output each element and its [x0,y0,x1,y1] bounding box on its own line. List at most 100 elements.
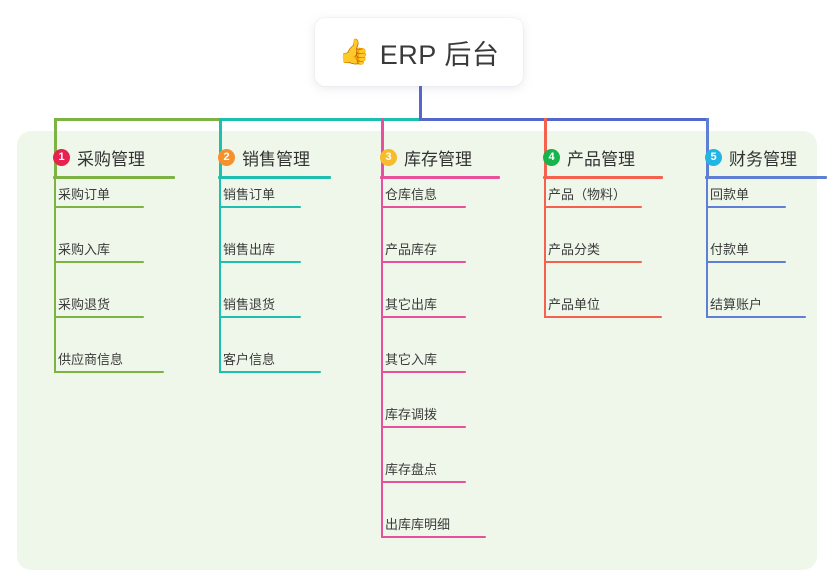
number-badge-icon: 4 [543,148,560,166]
leaf-node[interactable]: 出库库明细 [357,508,486,538]
leaf-node[interactable]: 回款单 [682,178,802,208]
leaf-underline [706,206,786,208]
leaf-underline [544,316,662,318]
column-underline [705,176,827,179]
leaf-node[interactable]: 其它出库 [357,288,482,318]
leaf-underline [381,481,466,483]
leaf-label: 库存调拨 [385,407,438,422]
leaf-label: 采购入库 [58,242,111,257]
leaf-label: 采购订单 [58,187,111,202]
leaf-underline [706,316,806,318]
leaf-label: 仓库信息 [385,187,438,202]
leaf-underline [544,206,642,208]
column-spine [381,178,383,538]
column-3: 3 库存管理仓库信息产品库存其它出库其它入库库存调拨库存盘点出库库明细 [357,145,500,538]
leaf-label: 产品库存 [385,242,438,257]
leaf-label: 其它出库 [385,297,438,312]
leaf-underline [381,206,466,208]
leaf-underline [544,261,642,263]
column-title: 库存管理 [404,149,472,169]
column-underline [53,176,175,179]
column-spine [544,178,546,318]
leaf-node[interactable]: 库存调拨 [357,398,482,428]
leaf-label: 付款单 [710,242,750,257]
column-underline [218,176,331,179]
leaf-node[interactable]: 采购退货 [30,288,160,318]
leaf-underline [381,426,466,428]
column-4: 4 产品管理产品（物料） 产品分类产品单位 [520,145,663,318]
leaf-underline [706,261,786,263]
root-node-content: 👍 ERP 后台 [339,33,500,72]
leaf-node[interactable]: 库存盘点 [357,453,482,483]
leaf-label: 结算账户 [710,297,763,312]
leaf-node[interactable]: 结算账户 [682,288,806,318]
connector-segment [54,118,222,121]
number-badge-icon: 3 [380,148,397,166]
leaf-label: 销售订单 [223,187,276,202]
connector-segment [706,118,709,176]
leaf-node[interactable]: 产品库存 [357,233,482,263]
leaf-node[interactable]: 采购订单 [30,178,160,208]
leaf-underline [219,206,301,208]
leaf-underline [54,206,144,208]
leaf-label: 出库库明细 [385,517,451,532]
column-header-3[interactable]: 3 库存管理 [357,145,472,169]
leaf-label: 其它入库 [385,352,438,367]
leaf-node[interactable]: 产品单位 [520,288,662,318]
column-title: 产品管理 [567,149,635,169]
column-underline [380,176,500,179]
leaf-node[interactable]: 客户信息 [195,343,321,373]
leaf-underline [54,316,144,318]
leaf-node[interactable]: 产品分类 [520,233,658,263]
leaf-node[interactable]: 销售订单 [195,178,317,208]
leaf-label: 产品分类 [548,242,601,257]
diagram-panel [17,131,817,570]
leaf-node[interactable]: 付款单 [682,233,802,263]
leaf-label: 产品（物料） [548,187,627,202]
leaf-underline [381,371,466,373]
leaf-underline [219,371,321,373]
page-title: ERP 后台 [379,39,500,70]
connector-segment [419,118,709,121]
number-badge-icon: 5 [705,148,722,166]
column-header-1[interactable]: 1 采购管理 [30,145,145,169]
column-spine [54,178,56,373]
leaf-underline [381,316,466,318]
number-badge-icon: 1 [53,148,70,166]
leaf-node[interactable]: 销售退货 [195,288,317,318]
leaf-underline [219,261,301,263]
leaf-node[interactable]: 仓库信息 [357,178,482,208]
column-spine [706,178,708,318]
leaf-label: 销售退货 [223,297,276,312]
number-badge-icon: 2 [218,148,235,166]
leaf-node[interactable]: 其它入库 [357,343,482,373]
connector-segment [381,118,384,176]
leaf-underline [219,316,301,318]
leaf-label: 销售出库 [223,242,276,257]
column-2: 2 销售管理销售订单销售出库销售退货客户信息 [195,145,331,373]
connector-segment [219,118,222,176]
leaf-node[interactable]: 产品（物料） [520,178,658,208]
column-title: 销售管理 [242,149,310,169]
leaf-underline [54,261,144,263]
leaf-label: 产品单位 [548,297,601,312]
column-spine [219,178,221,373]
column-title: 采购管理 [77,149,145,169]
thumbs-up-icon: 👍 [338,37,370,66]
column-header-4[interactable]: 4 产品管理 [520,145,635,169]
leaf-label: 供应商信息 [58,352,124,367]
leaf-node[interactable]: 采购入库 [30,233,160,263]
leaf-label: 回款单 [710,187,750,202]
leaf-node[interactable]: 销售出库 [195,233,317,263]
leaf-node[interactable]: 供应商信息 [30,343,164,373]
leaf-label: 采购退货 [58,297,111,312]
connector-segment [544,118,547,176]
column-1: 1 采购管理采购订单采购入库采购退货供应商信息 [30,145,175,373]
column-header-2[interactable]: 2 销售管理 [195,145,310,169]
leaf-underline [54,371,164,373]
leaf-label: 库存盘点 [385,462,438,477]
connector-segment [419,86,422,121]
root-node[interactable]: 👍 ERP 后台 [315,18,523,86]
